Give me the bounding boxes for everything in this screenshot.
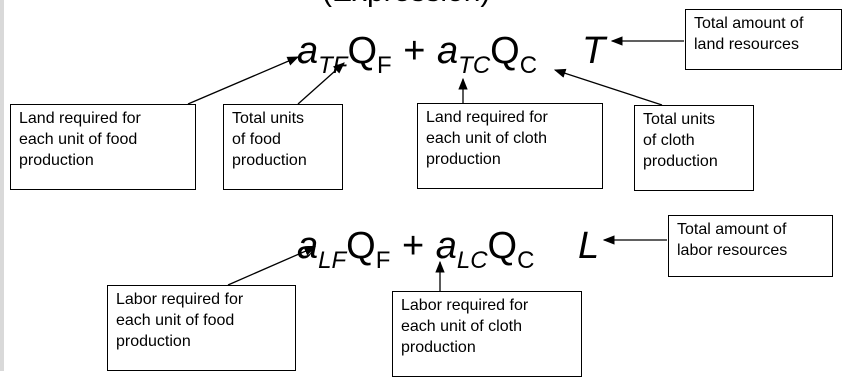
partial-heading: (Expression) [322,0,552,10]
arrow-labor-per-food [227,246,317,286]
land-cloth-coef: aTC [437,30,491,79]
labor-plus: + [401,225,425,267]
land-food-var: QF [347,30,392,79]
land-plus: + [403,30,426,72]
land-resource-symbol: T [582,30,606,72]
arrow-land-per-food [187,56,300,105]
left-edge-divider [0,0,4,371]
arrow-food-units [297,62,345,105]
land-cloth-var: QC [490,30,538,79]
arrow-cloth-units [553,68,663,106]
labor-food-coef: aLF [297,225,347,274]
labor-food-var: QF [346,225,391,274]
labor-cloth-var: QC [487,225,535,274]
labor-equation: aLFQF + aLCQC [297,224,535,274]
labor-resource-symbol: L [578,225,600,267]
labor-cloth-coef: aLC [435,225,488,274]
